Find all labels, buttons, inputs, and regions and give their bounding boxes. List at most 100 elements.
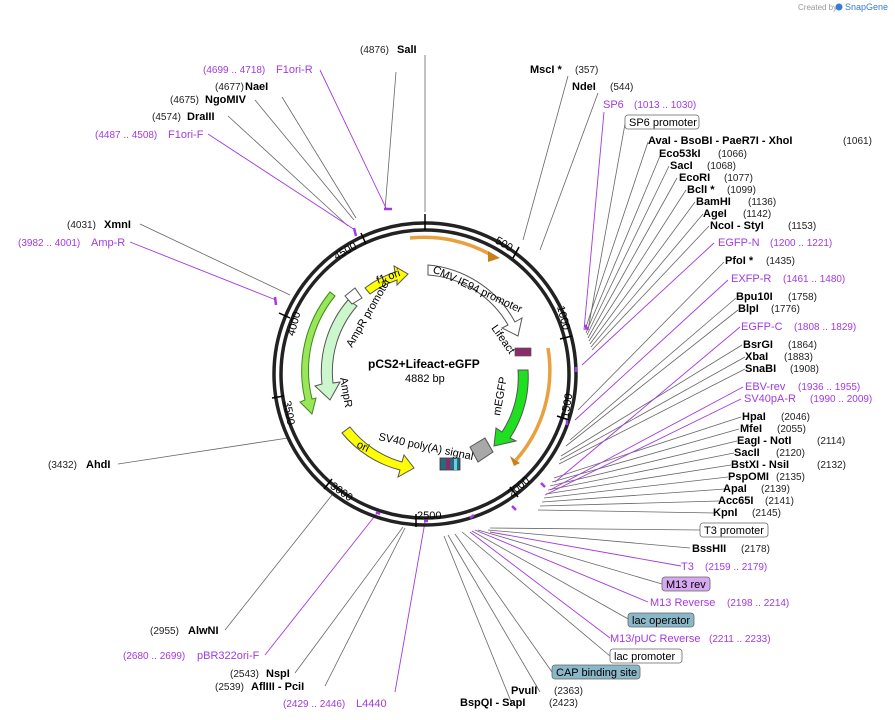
site-pos-nspi: (2543) <box>230 669 259 680</box>
site-nspi[interactable]: NspI <box>266 668 290 680</box>
primer-range-m13-puc-reverse: (2211 .. 2233) <box>709 634 771 645</box>
site-eco53ki[interactable]: Eco53kI <box>659 148 701 160</box>
primer-exfp-r[interactable]: EXFP-R <box>731 273 771 285</box>
site-pfoi[interactable]: PfoI * <box>725 255 754 267</box>
t3-promoter-box[interactable] <box>699 522 769 538</box>
primer-range-egfp-n: (1200 .. 1221) <box>770 238 832 249</box>
site-msci[interactable]: MscI * <box>530 64 563 76</box>
site-bsshii[interactable]: BssHII <box>692 543 726 555</box>
site-bcli[interactable]: BclI * <box>687 184 715 196</box>
site-ndei[interactable]: NdeI <box>572 81 596 93</box>
site-ncoi-styi[interactable]: NcoI - StyI <box>710 220 764 232</box>
site-blpi[interactable]: BlpI <box>738 303 759 315</box>
primer-connectors <box>129 69 744 693</box>
site-pos-sacii: (2120) <box>776 448 805 459</box>
ori-arrow[interactable] <box>341 426 415 479</box>
primer-range-sp6: (1013 .. 1030) <box>634 100 696 111</box>
site-agei[interactable]: AgeI <box>703 208 727 220</box>
primer-f1ori-f[interactable]: F1ori-F <box>168 129 204 141</box>
site-pos-acc65i: (2141) <box>765 496 794 507</box>
tick-3500: 3500 <box>281 400 297 426</box>
ampr-promoter-arrow[interactable] <box>344 287 363 305</box>
megfp-arrow[interactable] <box>493 369 529 447</box>
lac-promoter-box[interactable] <box>609 648 683 664</box>
cap-site-box[interactable] <box>551 664 641 680</box>
site-mfei[interactable]: MfeI <box>740 423 762 435</box>
site-pspomi[interactable]: PspOMI <box>728 471 769 483</box>
lac-operator-box[interactable] <box>627 612 695 628</box>
site-saci[interactable]: SacI <box>670 160 693 172</box>
primer-l4440[interactable]: L4440 <box>356 698 387 710</box>
site-connectors <box>117 55 746 705</box>
site-hpai[interactable]: HpaI <box>742 411 766 423</box>
tick-4000: 4000 <box>285 310 303 337</box>
site-ngomiv[interactable]: NgoMIV <box>205 94 247 106</box>
primer-m13-puc-reverse[interactable]: M13/pUC Reverse <box>610 633 700 645</box>
site-pos-hpai: (2046) <box>781 412 810 423</box>
ampr-arrow[interactable] <box>314 299 358 401</box>
primer-sp6[interactable]: SP6 <box>603 99 624 111</box>
sv40-polya-feature[interactable] <box>469 437 494 463</box>
site-sali[interactable]: SalI <box>397 44 417 56</box>
site-bstxi-nsii[interactable]: BstXI - NsiI <box>731 459 789 471</box>
site-apai[interactable]: ApaI <box>723 483 747 495</box>
site-eagi-noti[interactable]: EagI - NotI <box>737 435 791 447</box>
site-acc65i[interactable]: Acc65I <box>718 495 753 507</box>
site-pos-eagi: (2114) <box>817 436 845 447</box>
primer-m13-reverse[interactable]: M13 Reverse <box>650 597 715 609</box>
site-pos-naei: (4677) <box>215 82 244 93</box>
sp6-promoter-box[interactable] <box>624 114 700 130</box>
site-alwni[interactable]: AlwNI <box>188 625 219 637</box>
primer-egfp-n[interactable]: EGFP-N <box>718 237 760 249</box>
site-pos-alwni: (2955) <box>150 626 179 637</box>
site-pos-draiii: (4574) <box>152 112 181 123</box>
tick-2000: 2000 <box>506 475 532 500</box>
primer-egfp-c[interactable]: EGFP-C <box>741 321 783 333</box>
site-bpu10i[interactable]: Bpu10I <box>736 291 773 303</box>
cmv-promoter-arrow[interactable] <box>427 264 523 337</box>
site-naei[interactable]: NaeI <box>245 81 268 93</box>
sp6-promoter-label: SP6 promoter <box>629 117 697 129</box>
credit-brand: SnapGene <box>845 2 888 12</box>
site-draiii[interactable]: DraIII <box>187 111 215 123</box>
primer-amp-r[interactable]: Amp-R <box>91 237 125 249</box>
site-pos-msci: (357) <box>575 65 598 76</box>
primer-ebv-rev[interactable]: EBV-rev <box>745 381 786 393</box>
site-pvuii[interactable]: PvuII <box>511 685 537 697</box>
primer-sv40pa-r[interactable]: SV40pA-R <box>744 393 796 405</box>
site-pos-apai: (2139) <box>761 484 790 495</box>
primer-range-f1ori-r: (4699 .. 4718) <box>203 65 265 76</box>
primer-range-l4440: (2429 .. 2446) <box>283 699 345 710</box>
site-avai-xhoi[interactable]: AvaI - BsoBI - PaeR7I - XhoI <box>648 135 792 147</box>
site-xmni[interactable]: XmnI <box>104 219 131 231</box>
site-ahdi[interactable]: AhdI <box>86 459 110 471</box>
site-sacii[interactable]: SacII <box>734 447 760 459</box>
ori-label: ori <box>355 439 371 455</box>
site-kpni[interactable]: KpnI <box>713 507 737 519</box>
primer-f1ori-r[interactable]: F1ori-R <box>276 64 313 76</box>
site-afliii-pcii[interactable]: AflIII - PciI <box>251 681 304 693</box>
site-bamhi[interactable]: BamHI <box>696 196 731 208</box>
primer-range-amp-r: (3982 .. 4001) <box>18 238 80 249</box>
lac-operator-label: lac operator <box>632 615 690 627</box>
lifeact-feature[interactable] <box>514 347 532 357</box>
cmv-label: CMV IE94 promoter <box>431 264 524 316</box>
primer-t3[interactable]: T3 <box>681 561 694 573</box>
site-bsrgi[interactable]: BsrGI <box>743 339 773 351</box>
primer-range-ebv-rev: (1936 .. 1955) <box>798 382 860 393</box>
site-pos-pvuii: (2363) <box>554 686 583 697</box>
site-ecori[interactable]: EcoRI <box>679 172 710 184</box>
site-bspqi-sapi[interactable]: BspQI - SapI <box>460 697 525 709</box>
site-pos-bstxi: (2132) <box>817 460 846 471</box>
site-snabi[interactable]: SnaBI <box>745 363 776 375</box>
primer-pbr322ori-f[interactable]: pBR322ori-F <box>197 650 260 662</box>
primer-range-egfp-c: (1808 .. 1829) <box>794 322 856 333</box>
f1-ori-arrow[interactable] <box>364 265 409 295</box>
cap-site-label: CAP binding site <box>556 667 637 679</box>
m13-rev-label: M13 rev <box>666 579 706 591</box>
tick-4500: 4500 <box>332 240 359 263</box>
m13-rev-box[interactable] <box>661 576 711 592</box>
orange-arc-right <box>514 347 552 462</box>
site-pos-xmni: (4031) <box>67 220 96 231</box>
site-xbai[interactable]: XbaI <box>745 351 768 363</box>
